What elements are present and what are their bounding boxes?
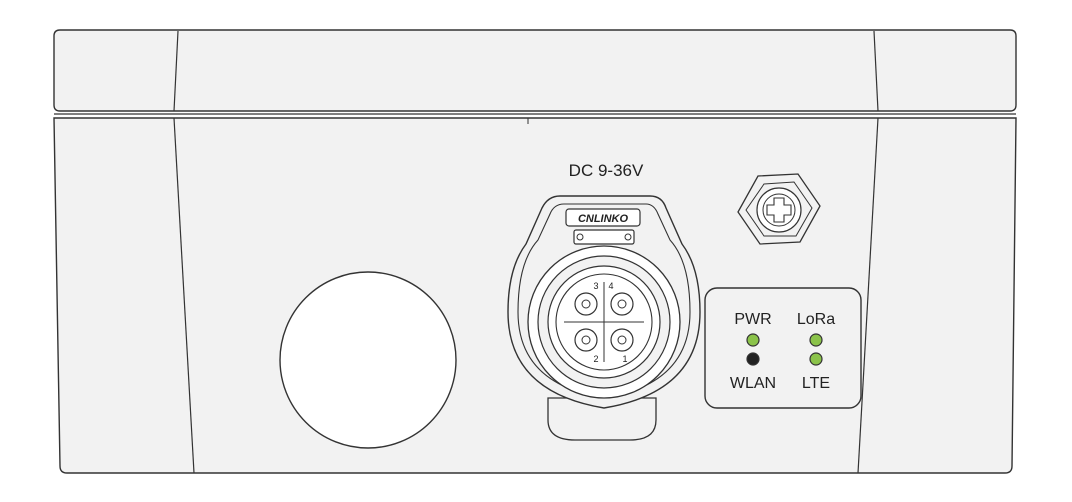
pin-label-4: 4 xyxy=(608,281,613,291)
led-label-lte: LTE xyxy=(802,375,830,392)
led-lte-indicator xyxy=(809,352,823,366)
lid-right-seam xyxy=(873,30,879,112)
pin-label-2: 2 xyxy=(593,354,598,364)
connector-cap-tab xyxy=(547,397,657,441)
led-panel-frame xyxy=(704,287,862,409)
brand-badge xyxy=(565,208,641,227)
led-pwr-indicator xyxy=(746,333,760,347)
connector-pins xyxy=(574,292,634,352)
led-panel: PWR LoRa WLAN LTE xyxy=(704,287,862,409)
pin-4 xyxy=(610,292,634,316)
voltage-label: DC 9-36V xyxy=(569,161,644,180)
led-label-lora: LoRa xyxy=(797,311,835,328)
pin-1 xyxy=(610,328,634,352)
antenna-gland xyxy=(737,173,821,245)
pin-label-1: 1 xyxy=(622,354,627,364)
pin-label-3: 3 xyxy=(593,281,598,291)
brand-label: CNLINKO xyxy=(578,213,629,225)
led-wlan-indicator xyxy=(746,352,760,366)
lid-outline xyxy=(53,29,1017,112)
blank-port-plug xyxy=(279,271,457,449)
power-connector: CNLINKO 3 4 2 1 xyxy=(507,195,701,441)
enclosure-lid xyxy=(53,29,1017,112)
body-left-seam xyxy=(173,117,195,474)
body-right-seam xyxy=(857,117,879,474)
pin-3 xyxy=(574,292,598,316)
connector-hinge xyxy=(573,229,635,245)
cross-screw-icon xyxy=(766,197,792,223)
pin-2 xyxy=(574,328,598,352)
led-lora-indicator xyxy=(809,333,823,347)
led-label-wlan: WLAN xyxy=(730,375,776,392)
led-label-pwr: PWR xyxy=(734,311,771,328)
lid-left-seam xyxy=(173,30,179,112)
